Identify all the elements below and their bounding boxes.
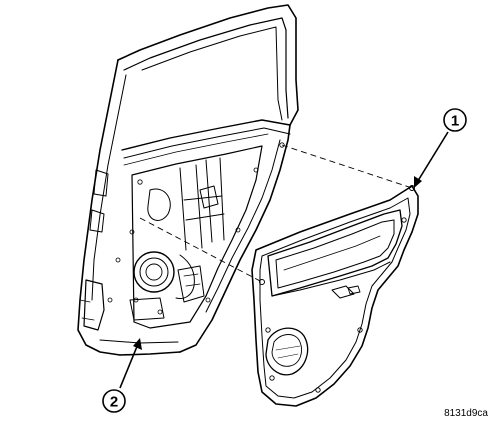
callout-1: 1 [414, 108, 467, 188]
figure-id: 8131d9ca [444, 408, 488, 419]
callout-1-arrowhead [414, 176, 422, 188]
callout-1-leader [415, 131, 449, 185]
door-inner-shell [77, 4, 299, 356]
callout-2-circle [102, 389, 126, 413]
callout-1-circle [443, 108, 467, 132]
callout-2-label: 2 [110, 394, 118, 411]
trim-panel [251, 185, 419, 407]
callout-1-label: 1 [451, 113, 459, 130]
callout-2-arrowhead [133, 338, 142, 350]
alignment-lines [139, 144, 413, 283]
callout-2: 2 [102, 338, 142, 413]
callout-2-leader [119, 343, 139, 389]
